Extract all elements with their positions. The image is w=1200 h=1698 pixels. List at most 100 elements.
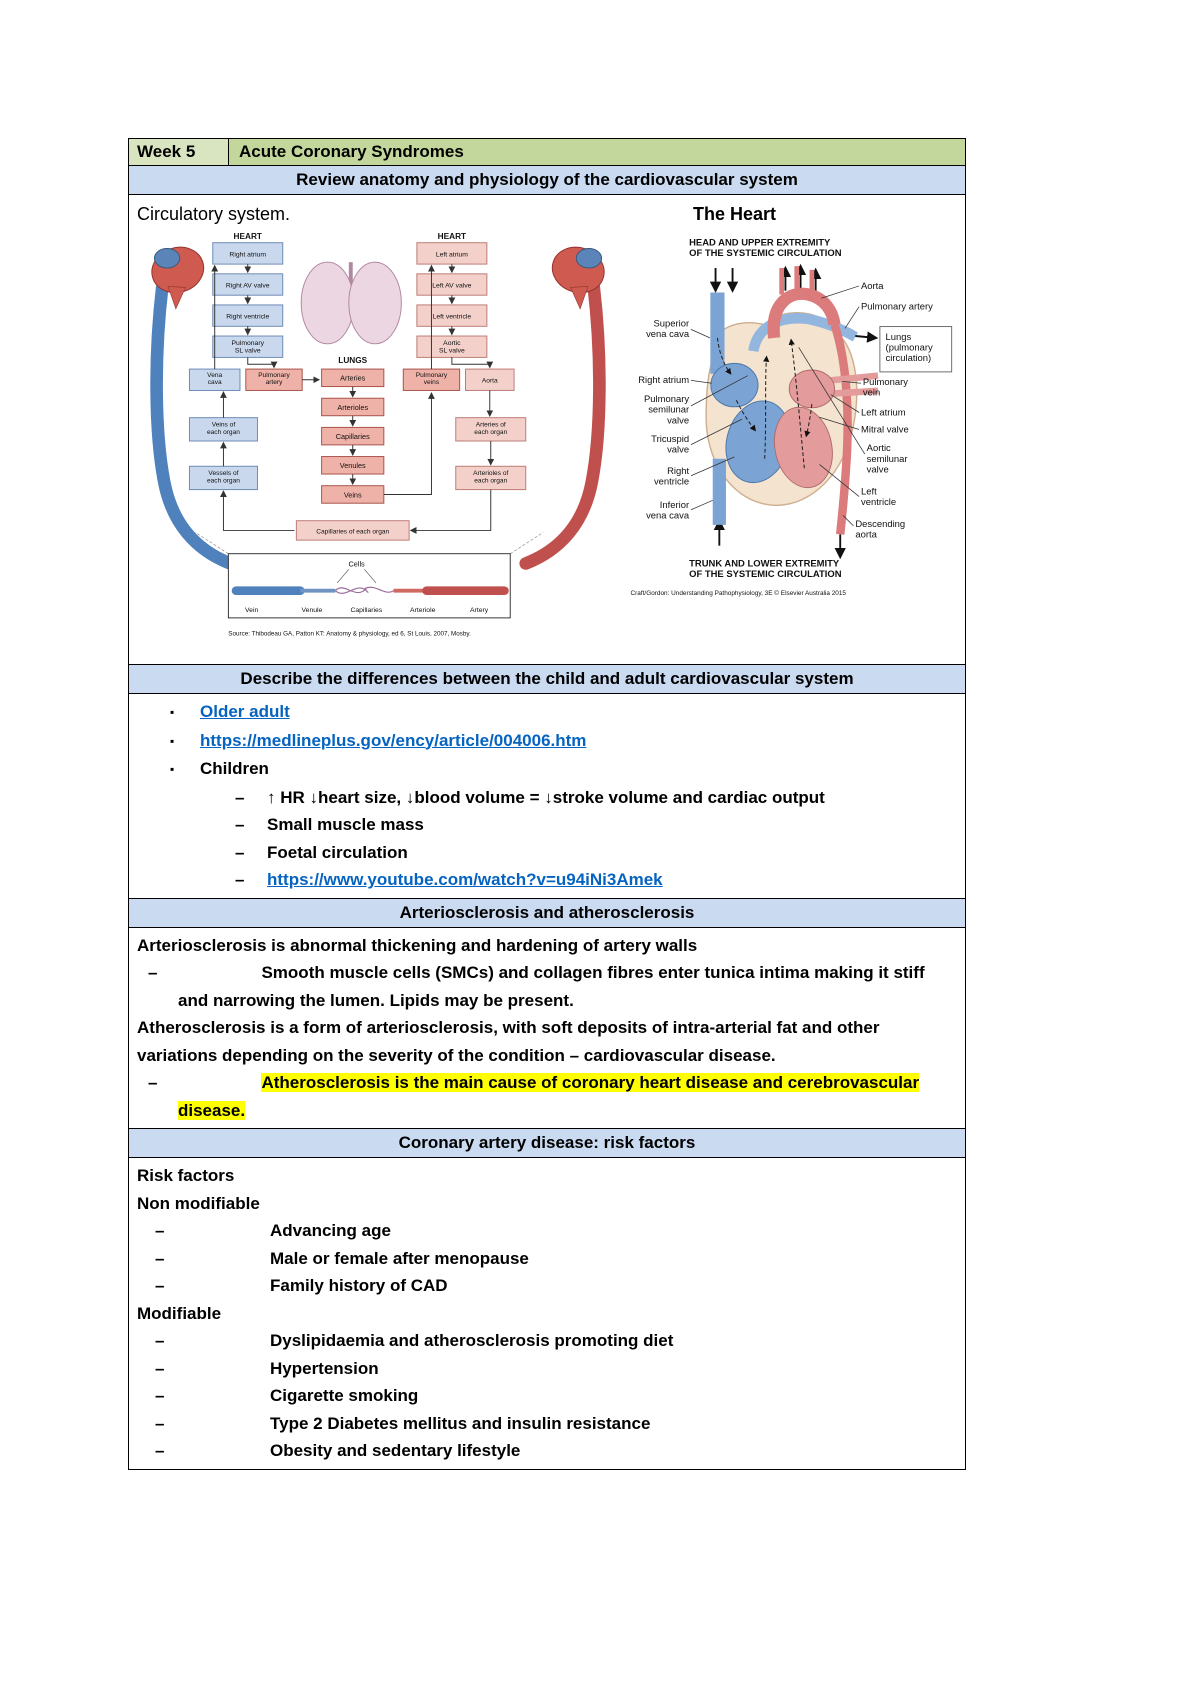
week-label: Week 5 xyxy=(129,139,229,165)
arteries-box: Arteries xyxy=(340,374,365,383)
inset-venule-label: Venule xyxy=(302,607,323,614)
section-heading-sclerosis: Arteriosclerosis and atherosclerosis xyxy=(129,898,965,928)
flow-connectors xyxy=(211,264,495,534)
left-ventricle-box: Left ventricle xyxy=(433,314,472,321)
left-atrium-shape xyxy=(788,369,836,409)
aorta-box: Aorta xyxy=(482,378,498,385)
pulmonary-artery-vessel xyxy=(748,313,858,353)
left-atrium-box: Left atrium xyxy=(436,251,468,258)
list-item: Obesity and sedentary lifestyle xyxy=(137,1437,957,1465)
left-heart-flow-column: HEART Left atrium Left AV valve Left ven… xyxy=(416,232,488,358)
inset-vein-label: Vein xyxy=(245,607,258,614)
list-item: Hypertension xyxy=(137,1355,957,1383)
list-item: Cigarette smoking xyxy=(137,1382,957,1410)
aortic-arch-vessel xyxy=(767,287,841,339)
list-item: Advancing age xyxy=(137,1217,957,1245)
right-atrium-box: Right atrium xyxy=(229,251,266,258)
risk-factors-title: Risk factors xyxy=(137,1166,235,1185)
heart-diagram-credit: Craft/Gordon: Understanding Pathophysiol… xyxy=(631,589,847,597)
lung-vessel-chain: LUNGS Arteries Arterioles Capillaries Ve… xyxy=(321,356,385,504)
venules-box: Venules xyxy=(340,461,366,470)
section-heading-differences: Describe the differences between the chi… xyxy=(129,665,965,694)
lungs-label: LUNGS xyxy=(338,356,367,365)
youtube-link[interactable]: https://www.youtube.com/watch?v=u94iNi3A… xyxy=(267,870,663,889)
non-modifiable-list: Advancing age Male or female after menop… xyxy=(137,1217,957,1300)
heart-label-right: HEART xyxy=(438,232,466,241)
right-av-valve-box: Right AV valve xyxy=(226,282,270,289)
list-item: Dyslipidaemia and atherosclerosis promot… xyxy=(137,1327,957,1355)
list-item: https://www.youtube.com/watch?v=u94iNi3A… xyxy=(137,866,957,894)
sclerosis-content: Arteriosclerosis is abnormal thickening … xyxy=(129,928,965,1129)
heart-label-left: HEART xyxy=(234,232,262,241)
list-item: https://medlineplus.gov/ency/article/004… xyxy=(137,727,957,756)
arterioles-box: Arterioles xyxy=(337,403,368,412)
differences-content: Older adult https://medlineplus.gov/ency… xyxy=(129,694,965,899)
heart-illustration-topright xyxy=(551,246,605,310)
anatomy-diagrams-row: Circulatory system. xyxy=(129,195,965,665)
veins-box: Veins xyxy=(344,490,362,499)
document-title: Acute Coronary Syndromes xyxy=(229,139,965,165)
left-ventricle-shape xyxy=(773,406,833,489)
right-atrium-shape xyxy=(710,362,759,408)
label-aorta: Aorta xyxy=(861,281,884,292)
heart-caption: The Heart xyxy=(693,204,777,224)
circulatory-system-figure: Circulatory system. xyxy=(135,199,621,660)
older-adult-link[interactable]: Older adult xyxy=(200,702,290,721)
vessel-inset: Cells Vein Venule Capillaries Arteriole xyxy=(195,532,544,619)
inset-arteriole-label: Arteriole xyxy=(410,607,436,614)
medlineplus-link[interactable]: https://medlineplus.gov/ency/article/004… xyxy=(200,730,587,750)
systemic-vessels xyxy=(150,281,606,570)
children-label: Children xyxy=(200,759,269,778)
inset-artery-label: Artery xyxy=(470,607,489,614)
capillaries-of-each-organ-box: Capillaries of each organ xyxy=(316,528,389,535)
label-right-atrium: Right atrium xyxy=(638,375,689,386)
capillaries-box: Capillaries xyxy=(336,432,370,441)
differences-list: Older adult https://medlineplus.gov/ency… xyxy=(137,698,957,894)
small-muscle-mass-text: Small muscle mass xyxy=(267,815,424,834)
section-heading-anatomy: Review anatomy and physiology of the car… xyxy=(129,166,965,195)
header-row: Week 5 Acute Coronary Syndromes xyxy=(129,139,965,166)
list-item: Family history of CAD xyxy=(137,1272,957,1300)
list-item: Children xyxy=(137,755,957,784)
modifiable-list: Dyslipidaemia and atherosclerosis promot… xyxy=(137,1327,957,1465)
list-item: Foetal circulation xyxy=(137,839,957,867)
highlighted-text: Atherosclerosis is the main cause of cor… xyxy=(178,1073,920,1120)
children-physiology-text: ↑ HR ↓heart size, ↓blood volume = ↓strok… xyxy=(267,787,825,807)
atherosclerosis-highlight-item: Atherosclerosis is the main cause of cor… xyxy=(137,1069,957,1124)
non-modifiable-label: Non modifiable xyxy=(137,1193,260,1213)
notes-table: Week 5 Acute Coronary Syndromes Review a… xyxy=(128,138,966,1470)
pulmonary-vein-vessel xyxy=(830,372,879,384)
cells-label: Cells xyxy=(349,559,366,568)
modifiable-label: Modifiable xyxy=(137,1303,222,1323)
label-pulmonary-artery: Pulmonary artery xyxy=(861,302,933,313)
label-mitral-valve: Mitral valve xyxy=(861,424,909,435)
list-item: Type 2 Diabetes mellitus and insulin res… xyxy=(137,1410,957,1438)
lungs-illustration xyxy=(300,261,402,345)
circulatory-source-credit: Source: Thibodeau GA, Patton KT: Anatomy… xyxy=(228,630,471,637)
smooth-muscle-cells-item: Smooth muscle cells (SMCs) and collagen … xyxy=(137,959,957,1014)
